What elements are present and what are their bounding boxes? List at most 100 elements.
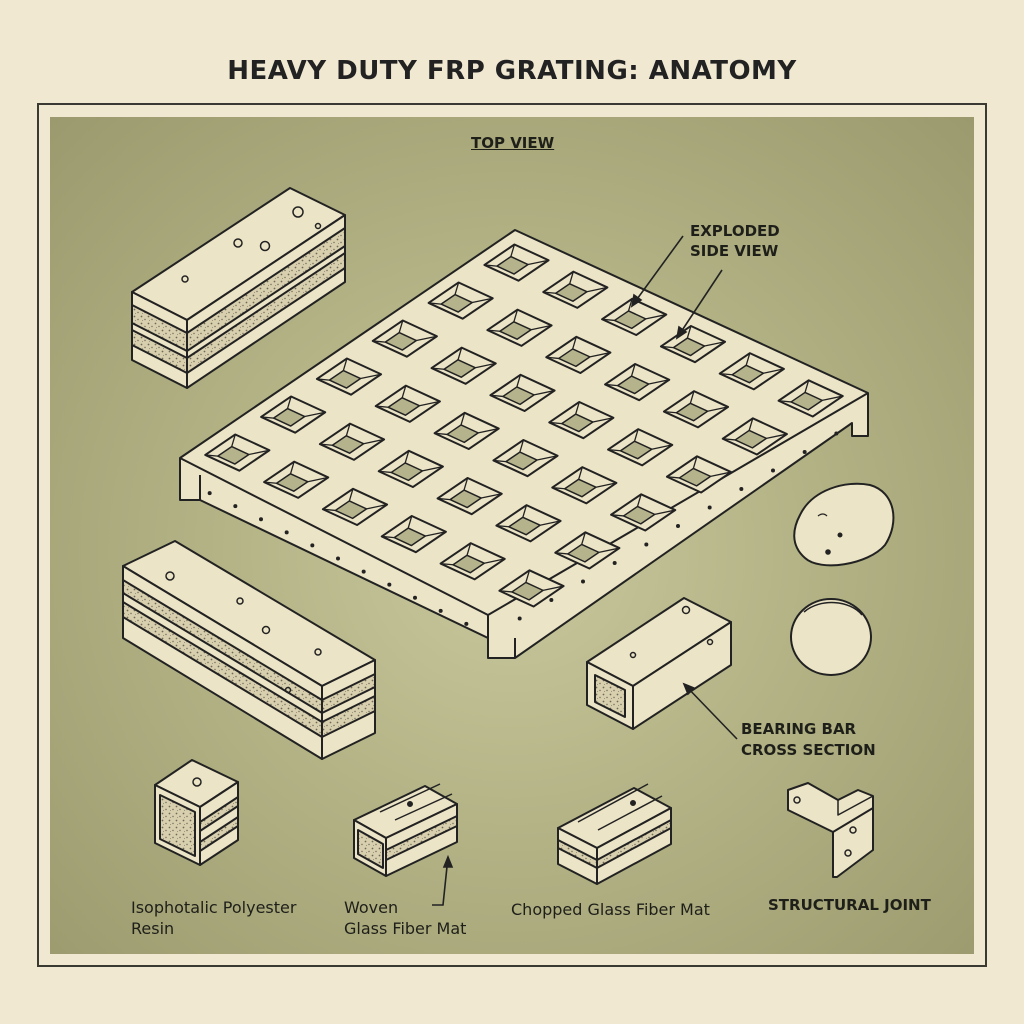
- grating-dot: [361, 569, 366, 574]
- grating-cell-edge: [419, 400, 441, 407]
- grating-cell-edge: [319, 443, 333, 446]
- grating-cell-floor: [678, 467, 712, 487]
- grating-dot: [387, 582, 392, 587]
- grating-cell-edge: [569, 271, 574, 284]
- grating-cell-edge: [375, 405, 389, 408]
- grating-cell-edge: [546, 356, 559, 360]
- bearing-bar-block: [586, 597, 732, 730]
- grating-cell-edge: [431, 367, 445, 370]
- grating-dot: [336, 556, 340, 561]
- grating-cell-edge: [499, 590, 512, 593]
- grating-cell-edge: [493, 459, 506, 463]
- grating-dot: [259, 517, 263, 522]
- label-bearing-2: CROSS SECTION: [741, 741, 876, 759]
- grating-dot: [612, 561, 617, 565]
- grating-cell-edge: [437, 497, 451, 501]
- label-resin-1: Isophotalic Polyester: [131, 898, 297, 917]
- label-woven-1: Woven: [344, 898, 399, 917]
- grating-cell-edge: [602, 318, 615, 322]
- grating-cell-edge: [307, 476, 329, 483]
- grating-cell-edge: [428, 302, 442, 305]
- grating-cell-edge: [822, 395, 843, 402]
- grating-dot: [310, 543, 315, 548]
- grating-cell-edge: [608, 448, 621, 452]
- grating-cell-floor: [275, 473, 309, 492]
- grating-cell-edge: [440, 562, 454, 566]
- grating-cell-floor: [272, 407, 306, 427]
- grating-cell-edge: [533, 389, 555, 396]
- grating-cell-edge: [572, 336, 577, 350]
- grating-top-view: [179, 229, 869, 659]
- grating-cell-edge: [205, 454, 218, 457]
- grating-cell-edge: [589, 351, 611, 358]
- grating-cell-edge: [710, 471, 732, 478]
- grating-cell-edge: [407, 515, 413, 529]
- resin-block: [154, 759, 239, 866]
- grating-cell-edge: [516, 374, 522, 388]
- grating-cell-edge: [457, 347, 463, 360]
- grating-cell-edge: [689, 390, 695, 404]
- grating-cell-edge: [555, 552, 568, 555]
- grating-cell-edge: [605, 383, 618, 387]
- grating-cell-edge: [549, 421, 562, 425]
- grating-cell-floor: [502, 386, 535, 406]
- grating-cell-floor: [566, 543, 600, 563]
- grating-cell-floor: [675, 402, 709, 422]
- grating-cell-edge: [575, 401, 580, 415]
- grating-cell-floor: [790, 391, 823, 411]
- grating-cell-floor: [443, 359, 476, 378]
- exploded-block-bottom: [122, 540, 376, 760]
- grating-cell-floor: [734, 429, 768, 449]
- grating-cell-floor: [554, 283, 588, 302]
- grating-cell-floor: [449, 489, 482, 509]
- grating-dot: [676, 524, 680, 528]
- grating-cell-floor: [452, 554, 485, 574]
- grating-cell-floor: [328, 369, 362, 389]
- grating-cell-edge: [592, 417, 614, 423]
- label-structural-joint: STRUCTURAL JOINT: [768, 896, 931, 914]
- grating-cells: [204, 243, 844, 626]
- label-chopped: Chopped Glass Fiber Mat: [511, 900, 710, 919]
- grating-cell-edge: [525, 570, 531, 583]
- grating-cell-edge: [404, 450, 410, 464]
- grating-cell-edge: [434, 432, 448, 436]
- grating-cell-floor: [393, 527, 427, 547]
- grating-cell-edge: [286, 396, 292, 409]
- grating-cell-floor: [387, 397, 421, 416]
- grating-cell-edge: [378, 470, 392, 474]
- grating-cell-edge: [543, 291, 556, 294]
- grating-cell-edge: [363, 438, 385, 445]
- grating-cell-edge: [496, 524, 509, 528]
- chopped-block: [557, 783, 672, 885]
- grating-cell-edge: [536, 455, 558, 461]
- grating-dot: [438, 608, 443, 613]
- grating-dot: [549, 598, 554, 602]
- grating-cell-edge: [636, 494, 642, 507]
- grating-cell-floor: [496, 255, 529, 275]
- grating-dot: [644, 542, 649, 547]
- grating-cell-edge: [475, 362, 496, 369]
- grating-cell-floor: [619, 440, 653, 460]
- grating-cell-edge: [348, 488, 354, 502]
- grating-cell-floor: [560, 413, 594, 433]
- grating-cell-edge: [660, 345, 674, 349]
- grating-cell-edge: [422, 465, 444, 472]
- grating-dot: [802, 450, 807, 454]
- grating-cell-edge: [398, 320, 404, 333]
- grating-cell-edge: [745, 352, 751, 366]
- grating-cell-edge: [342, 358, 348, 371]
- grating-cell-floor: [216, 445, 250, 465]
- grating-cell-edge: [666, 476, 680, 479]
- grating-cell-floor: [616, 375, 650, 395]
- grating-cell-edge: [381, 535, 395, 539]
- grating-cell-edge: [539, 520, 561, 526]
- grating-cell-edge: [763, 368, 785, 374]
- grating-cell-edge: [595, 482, 617, 488]
- grating-cell-floor: [508, 516, 541, 536]
- grating-cell-edge: [484, 558, 505, 564]
- grating-cell-edge: [530, 324, 552, 331]
- grating-cell-edge: [704, 341, 726, 347]
- grating-cell-floor: [622, 505, 656, 525]
- grating-cell-edge: [463, 477, 469, 491]
